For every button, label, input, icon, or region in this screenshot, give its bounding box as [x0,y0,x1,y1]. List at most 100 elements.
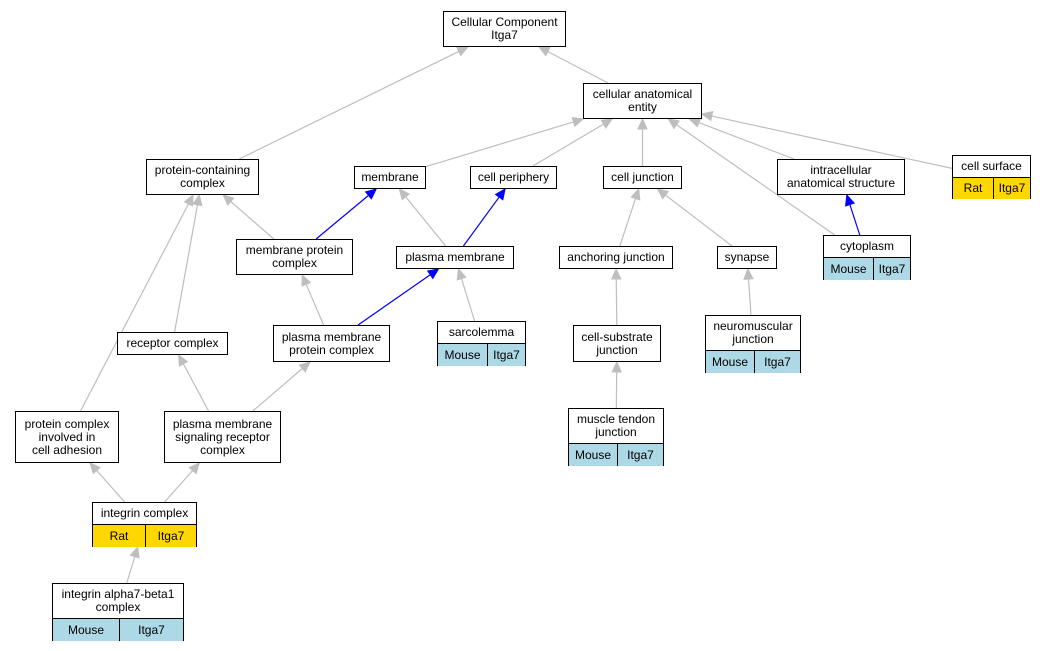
node-cell-junction[interactable]: cell junction [603,166,682,189]
edge-line [711,115,953,169]
edge-cytoplasm-to-cae [667,118,836,236]
species-tag: Mouse [824,258,873,280]
species-tag: Mouse [706,351,754,373]
edge-mpc-to-membrane [315,188,378,240]
node-synapse[interactable]: synapse [717,246,777,269]
node-label: cell junction [611,170,674,184]
edge-line [315,194,369,240]
edge-line [230,201,275,240]
edge-line [357,274,431,326]
node-integrin-complex[interactable]: integrin complex Rat Itga7 [92,502,197,547]
edge-arrowhead [129,545,140,559]
edge-membrane-to-cae [425,116,585,168]
edge-arrowhead [571,116,585,128]
edge-line [547,51,609,84]
edge-arrowhead [637,117,648,130]
gene-tag: Itga7 [873,258,910,280]
species-tag: Mouse [438,344,487,366]
node-cell-surface[interactable]: cell surface Rat Itga7 [952,155,1031,199]
edge-arrowhead [456,267,467,281]
node-anchoring-junction[interactable]: anchoring junction [559,246,673,269]
edge-arrowhead [398,188,411,201]
edge-line [619,198,637,247]
edge-line [80,203,190,412]
edge-line [849,204,861,236]
annotation-row: Mouse Itga7 [53,618,183,641]
node-sarcolemma[interactable]: sarcolemma Mouse Itga7 [437,321,526,366]
node-label: receptor complex [126,336,219,350]
edge-cae-to-root [537,46,609,84]
edge-arrowhead [222,194,235,206]
gene-tag: Itga7 [754,351,800,373]
edge-receptor-to-pcc [173,193,203,333]
edge-junction-to-cae [637,117,648,166]
edge-synapse-to-junction [656,188,733,247]
edge-arrowhead [456,46,469,57]
edge-arrowhead [537,46,551,57]
edge-mpc-to-pcc [222,194,275,240]
edge-line [460,278,476,322]
gene-tag: Itga7 [119,619,183,641]
edge-line [126,556,136,584]
edge-line [164,470,194,503]
edge-csj-to-anchoring [610,267,622,326]
annotation-row: Rat Itga7 [953,177,1030,199]
edge-line [405,196,447,247]
species-tag: Rat [93,525,145,547]
edge-arrowhead [426,268,440,280]
edge-pmsrc-to-receptor [178,353,210,412]
node-cell-periphery[interactable]: cell periphery [470,166,557,189]
edge-line [238,50,460,160]
edge-pmsrc-to-pmpc [252,361,311,412]
edge-ias-to-cae [688,117,795,160]
node-label: cell surface [961,159,1022,173]
edge-arrowhead [688,117,702,128]
edge-cytoplasm-to-ias [845,193,861,236]
edge-line [252,368,303,412]
edge-pmpc-to-pm [357,268,440,326]
edge-arrowhead [301,273,312,287]
species-tag: Mouse [569,444,617,466]
edge-arrowhead [630,187,641,201]
edge-line [665,194,733,247]
edge-mtj-to-csj [611,360,622,409]
edge-surface-to-cae [700,111,953,169]
gene-tag: Itga7 [617,444,663,466]
edge-a7b1-to-integrin [126,545,140,584]
edge-pcc-to-root [238,46,469,160]
edge-periphery-to-cae [532,118,614,167]
node-membrane[interactable]: membrane [354,166,426,189]
node-cytoplasm[interactable]: cytoplasm Mouse Itga7 [823,235,911,280]
gene-tag: Itga7 [145,525,196,547]
edge-arrowhead [610,267,622,280]
edge-arrowhead [600,118,614,129]
gene-tag: Itga7 [993,178,1030,199]
edge-arrowhead [656,188,670,200]
node-plasma-membrane[interactable]: plasma membrane [396,246,514,269]
edge-sarcolemma-to-pm [456,267,476,322]
node-receptor-complex[interactable]: receptor complex [117,332,228,355]
edge-arrowhead [364,188,378,200]
edge-pm-to-membrane [398,188,447,247]
edge-arrowhead [188,462,201,475]
